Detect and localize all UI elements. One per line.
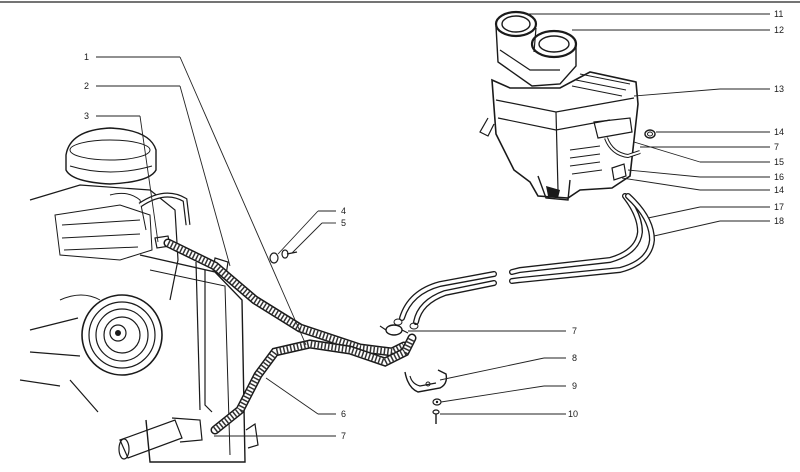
callout-17: 17 [774, 202, 784, 212]
callout-5: 5 [341, 218, 346, 228]
callout-12: 12 [774, 25, 784, 35]
callout-9: 9 [572, 381, 577, 391]
callout-8: 8 [572, 353, 577, 363]
callout-18: 18 [774, 216, 784, 226]
engine-assembly [19, 127, 259, 463]
hose-clamp-center [379, 324, 409, 336]
callout-15: 15 [774, 157, 784, 167]
callout-labels: 1 2 3 4 5 6 7 7 7 8 9 10 11 12 13 14 14 … [84, 9, 784, 441]
callout-16: 16 [774, 172, 784, 182]
leader-lines [96, 13, 770, 437]
callout-2: 2 [84, 81, 89, 91]
bolt-part-10 [432, 409, 440, 424]
callout-10: 10 [568, 409, 578, 419]
callout-7-upper: 7 [774, 142, 779, 152]
callout-13: 13 [774, 84, 784, 94]
callout-7-center: 7 [572, 326, 577, 336]
callout-7-lower: 7 [341, 431, 346, 441]
hoses [163, 193, 656, 435]
callout-1: 1 [84, 52, 89, 62]
callout-4: 4 [341, 206, 346, 216]
screw-part-5 [281, 249, 298, 259]
callout-14-bottom: 14 [774, 185, 784, 195]
callout-6: 6 [341, 409, 346, 419]
callout-3: 3 [84, 111, 89, 121]
callout-14-top: 14 [774, 127, 784, 137]
callout-11: 11 [774, 9, 783, 19]
clip-part-14-top [644, 129, 656, 139]
bracket-part-8 [404, 369, 448, 393]
washer-part-4 [269, 252, 279, 264]
washer-part-9 [432, 398, 442, 406]
heater-unit [479, 10, 641, 201]
